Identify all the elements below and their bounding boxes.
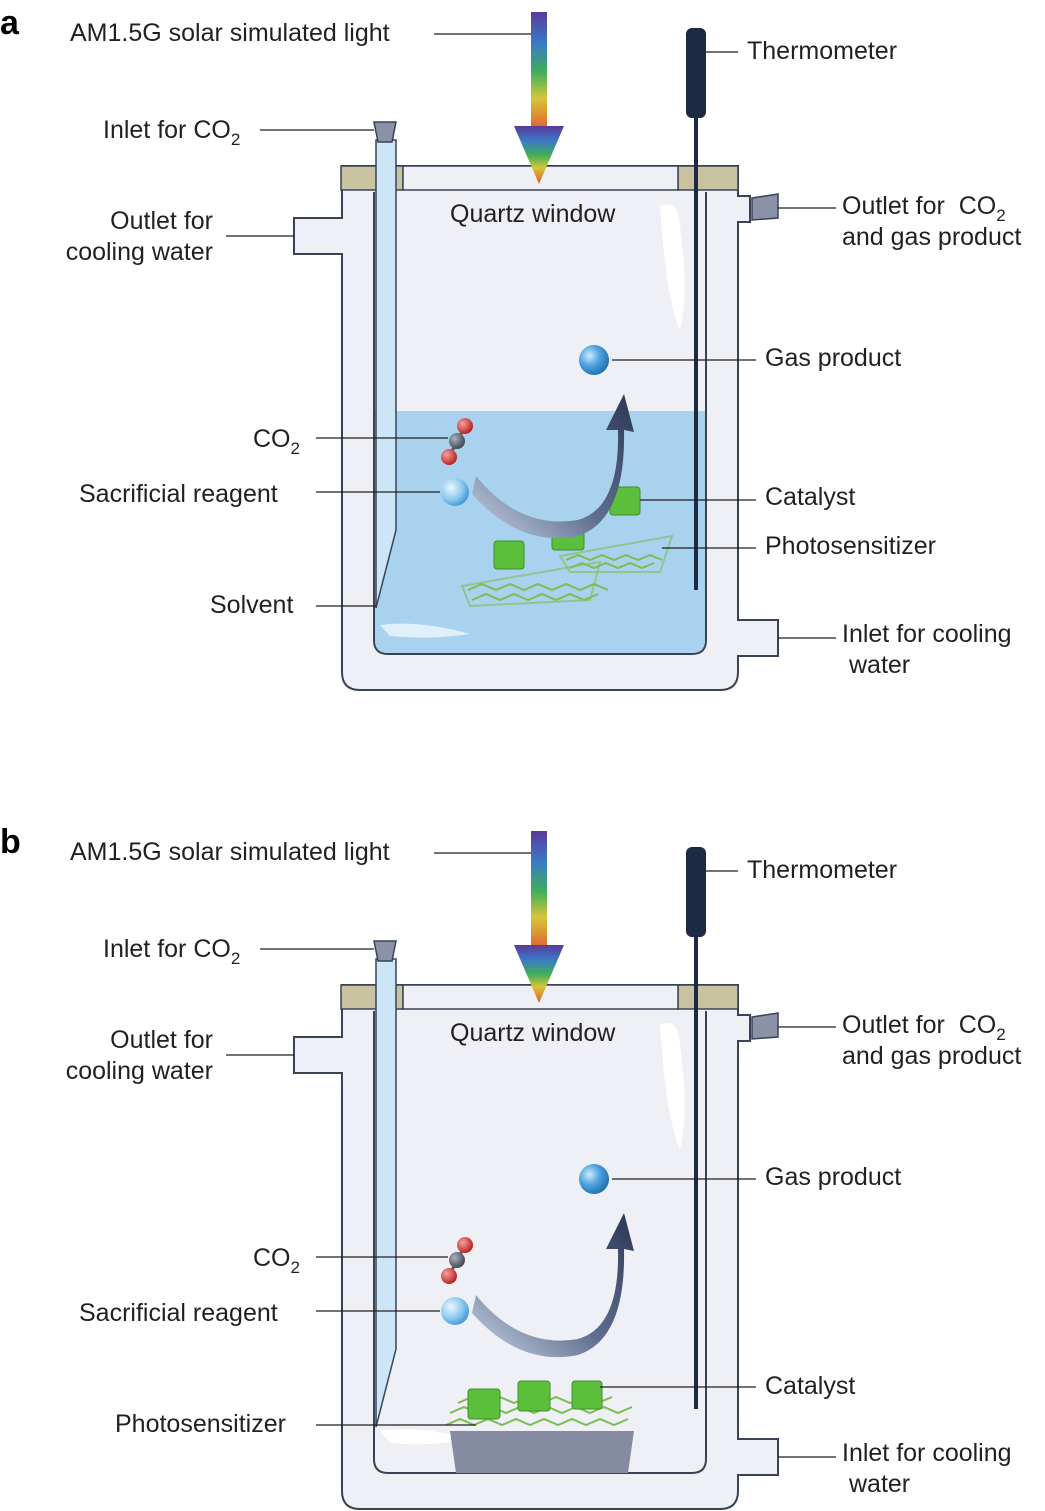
gas-product-bubble <box>579 1164 609 1194</box>
thermometer-body <box>686 28 706 118</box>
label-photosensitizer: Photosensitizer <box>765 532 936 560</box>
panel-letter-b: b <box>0 823 21 861</box>
co2-inlet-tube <box>375 139 397 609</box>
catalyst-cubes <box>467 1380 603 1420</box>
label-inlet-co2: Inlet for CO2 <box>103 116 241 149</box>
label-gas-product: Gas product <box>765 344 902 372</box>
label-quartz-window: Quartz window <box>450 200 616 228</box>
reaction-arrow <box>472 1213 634 1358</box>
gas-product-bubble <box>579 345 609 375</box>
label-co2: CO2 <box>253 425 300 458</box>
sacrificial-bubble <box>441 1297 469 1325</box>
right-gasket <box>677 165 739 191</box>
co2-molecule <box>441 418 473 465</box>
label-gas-product: Gas product <box>765 1163 902 1191</box>
photosensitizer-base <box>450 1431 634 1473</box>
label-inlet-co2: Inlet for CO2 <box>103 935 241 968</box>
label-quartz-window: Quartz window <box>450 1019 616 1047</box>
leader-lines <box>226 852 836 1458</box>
leader-lines <box>226 33 836 639</box>
panel-b-diagram <box>226 831 836 1510</box>
thermometer-body <box>686 847 706 937</box>
light-arrow-head <box>514 945 564 1003</box>
co2-molecule <box>441 1237 473 1284</box>
right-gasket <box>677 984 739 1010</box>
light-arrow-head <box>514 126 564 184</box>
photosensitizer-sheet <box>460 534 674 608</box>
label-sacrificial-reagent: Sacrificial reagent <box>79 480 278 508</box>
label-thermometer: Thermometer <box>747 856 898 884</box>
label-catalyst: Catalyst <box>765 483 856 511</box>
label-photosensitizer: Photosensitizer <box>115 1410 286 1438</box>
label-solvent: Solvent <box>210 591 294 619</box>
label-catalyst: Catalyst <box>765 1372 856 1400</box>
label-thermometer: Thermometer <box>747 37 898 65</box>
label-co2: CO2 <box>253 1244 300 1277</box>
label-light-source: AM1.5G solar simulated light <box>70 838 390 866</box>
reaction-arrow <box>472 394 634 539</box>
panel-a-diagram <box>226 12 836 691</box>
panel-letter-a: a <box>0 4 19 42</box>
co2-inlet-tube <box>375 958 397 1428</box>
label-sacrificial-reagent: Sacrificial reagent <box>79 1299 278 1327</box>
label-light-source: AM1.5G solar simulated light <box>70 19 390 47</box>
sacrificial-bubble <box>441 478 469 506</box>
